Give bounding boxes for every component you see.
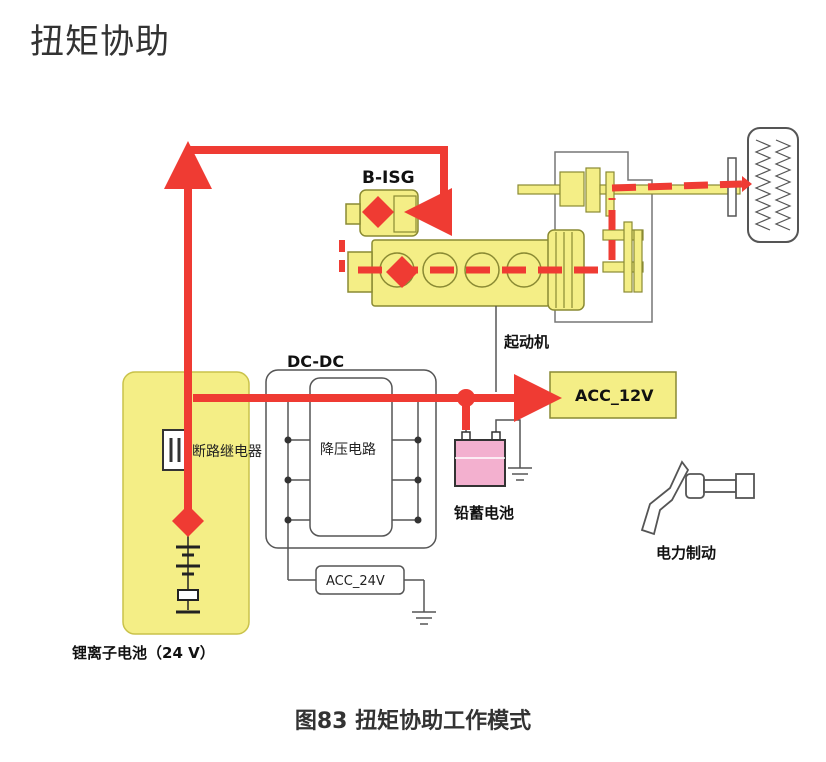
b-isg-label: B-ISG	[362, 168, 415, 188]
dcdc-label: DC-DC	[287, 352, 344, 371]
starter-label: 起动机	[503, 333, 549, 351]
li-battery-label: 锂离子电池（24 V）	[72, 644, 215, 662]
acc12-box	[549, 371, 677, 419]
relay-label: 断路继电器	[192, 444, 262, 460]
lead-battery-label: 铅蓄电池	[454, 504, 514, 522]
page-title: 扭矩协助	[30, 22, 170, 62]
acc12-label: ACC_12V	[575, 386, 654, 405]
lead-battery-icon	[454, 398, 532, 487]
figure-caption: 图83 扭矩协助工作模式	[294, 709, 532, 734]
battery-cells-icon	[176, 528, 200, 614]
brake-pedal-icon	[640, 460, 755, 536]
relay-icon	[162, 429, 188, 471]
acc24-box	[315, 565, 436, 625]
dcdc-module	[265, 369, 437, 581]
flow-nodes	[172, 176, 752, 537]
brake-label: 电力制动	[656, 544, 716, 562]
acc24-label: ACC_24V	[326, 574, 385, 589]
buck-circuit-label: 降压电路	[320, 442, 376, 458]
